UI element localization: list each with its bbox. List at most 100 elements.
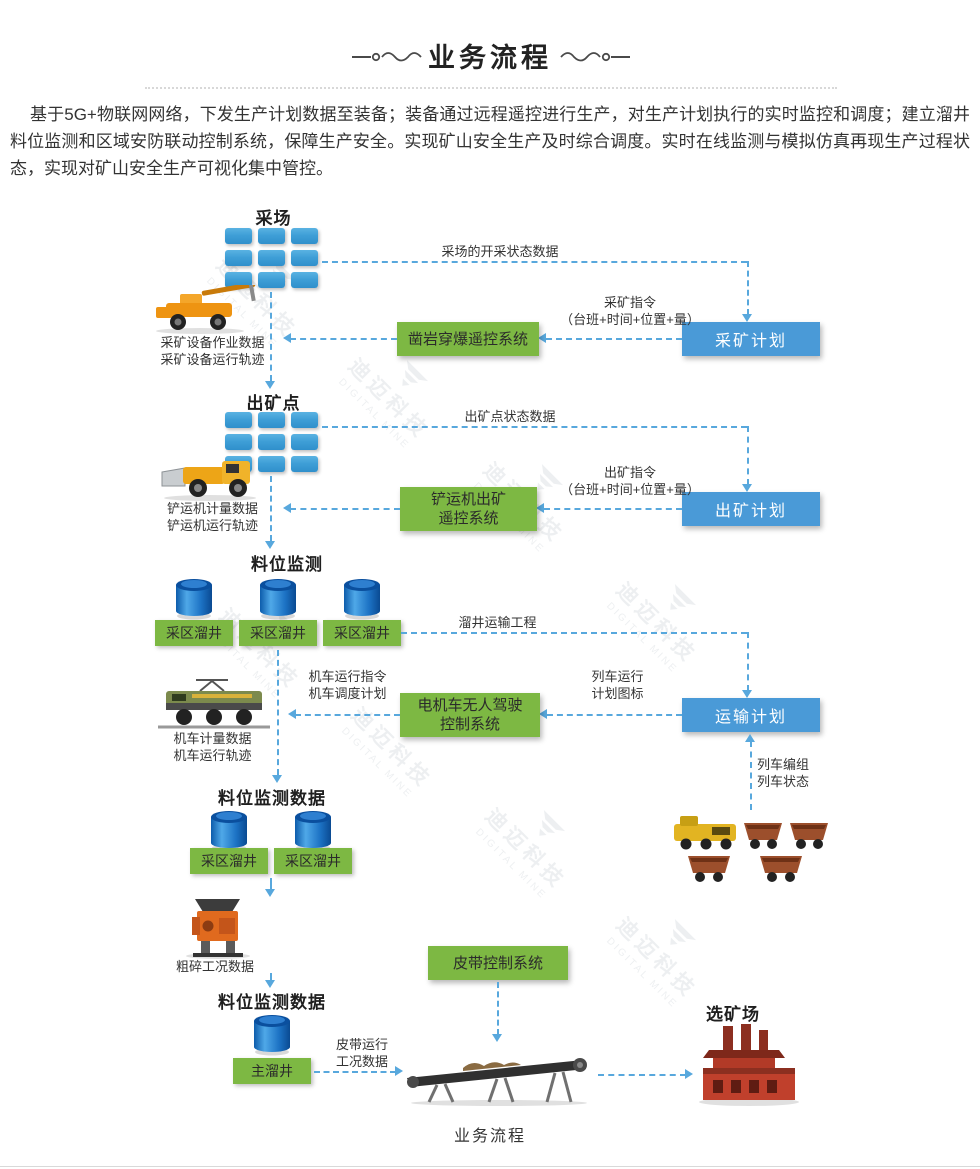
watermark-cn: 迪迈科技 xyxy=(611,913,702,1004)
flow-line xyxy=(747,426,749,485)
box-mining-plan: 采矿计划 xyxy=(682,322,820,356)
box-lhd-label-line1: 铲运机出矿 xyxy=(430,491,506,508)
label-drill-data: 采矿设备作业数据 采矿设备运行轨迹 xyxy=(145,334,280,368)
flow-line xyxy=(270,476,272,541)
label-mining-cmd: 采矿指令 xyxy=(603,295,656,310)
watermark-cn: 迪迈科技 xyxy=(480,804,571,895)
label-loco-data-line2: 机车运行轨迹 xyxy=(173,748,252,763)
grid-cell xyxy=(258,456,285,472)
drill-rig-image xyxy=(156,285,256,334)
label-ore-cmd-detail: （台班+时间+位置+量） xyxy=(560,482,700,497)
grid-cell xyxy=(291,272,318,288)
label-drill-data-line1: 采矿设备作业数据 xyxy=(160,335,265,350)
flow-line xyxy=(277,650,279,775)
box-chute-a: 采区溜井 xyxy=(155,620,233,646)
digital-mine-logo-icon xyxy=(670,583,697,610)
flow-line xyxy=(546,338,682,340)
label-loco-cmd-line1: 机车运行指令 xyxy=(308,669,387,684)
arrowhead-left-icon xyxy=(536,503,544,513)
box-loco-label-line2: 控制系统 xyxy=(439,716,500,733)
watermark: 迪迈科技 DIGITAL MINE xyxy=(601,890,725,1014)
watermark: 迪迈科技 DIGITAL MINE xyxy=(470,781,594,905)
heading-level-monitor: 料位监测 xyxy=(251,555,323,574)
arrowhead-left-icon xyxy=(283,503,291,513)
flow-line xyxy=(747,632,749,691)
box-transport-plan: 运输计划 xyxy=(682,698,820,732)
arrowhead-down-icon xyxy=(492,1034,502,1042)
arrowhead-down-icon xyxy=(265,980,275,988)
flow-line xyxy=(314,1071,396,1073)
label-loco-cmd-line2: 机车调度计划 xyxy=(308,686,387,701)
bottom-divider xyxy=(0,1166,980,1167)
flow-line xyxy=(270,878,272,890)
flow-line xyxy=(598,1074,686,1076)
label-chute-transport: 溜井运输工程 xyxy=(458,615,537,630)
grid-cell xyxy=(291,228,318,244)
electric-locomotive-image xyxy=(158,679,270,729)
flow-line xyxy=(270,973,272,981)
label-train-plan-line1: 列车运行 xyxy=(591,669,644,684)
grid-cell xyxy=(225,228,252,244)
arrowhead-down-icon xyxy=(742,690,752,698)
concentrator-factory-image xyxy=(699,1024,799,1106)
watermark: 迪迈科技 DIGITAL MINE xyxy=(601,555,725,679)
label-train-group-line1: 列车编组 xyxy=(757,757,810,772)
page-title: 业务流程 xyxy=(428,43,552,73)
label-train-plan-line2: 计划图标 xyxy=(591,686,644,701)
flow-line xyxy=(290,338,397,340)
arrowhead-left-icon xyxy=(283,333,291,343)
flow-line xyxy=(401,632,747,634)
arrowhead-right-icon xyxy=(685,1069,693,1079)
arrowhead-left-icon xyxy=(539,709,547,719)
box-belt-label: 皮带控制系统 xyxy=(452,954,543,972)
box-loco-system: 电机车无人驾驶 控制系统 xyxy=(400,693,540,737)
arrowhead-left-icon xyxy=(538,333,546,343)
box-chute-d: 采区溜井 xyxy=(190,848,268,874)
ore-pass-cylinder-image xyxy=(254,1015,290,1056)
arrowhead-down-icon xyxy=(272,775,282,783)
watermark-en: DIGITAL MINE xyxy=(604,935,680,1011)
ore-pass-cylinder-image xyxy=(260,579,296,620)
crusher-image xyxy=(186,899,250,959)
label-lhd-data-line2: 铲运机运行轨迹 xyxy=(166,518,258,533)
arrowhead-right-icon xyxy=(395,1066,403,1076)
grid-cell xyxy=(225,272,252,288)
grid-cell xyxy=(291,250,318,266)
label-ore-cmd: 出矿指令 xyxy=(603,465,656,480)
watermark-en: DIGITAL MINE xyxy=(336,376,412,452)
digital-mine-logo-icon xyxy=(539,809,566,836)
grid-cell xyxy=(291,412,318,428)
box-drill-blast-label: 凿岩穿爆遥控系统 xyxy=(407,330,528,348)
label-loco-data: 机车计量数据 机车运行轨迹 xyxy=(145,730,280,764)
label-belt-run-line2: 工况数据 xyxy=(335,1054,388,1069)
title-divider xyxy=(145,87,837,89)
label-ore-status: 出矿点状态数据 xyxy=(464,409,556,424)
box-lhd-label-line2: 遥控系统 xyxy=(438,510,499,527)
heading-ore-point: 出矿点 xyxy=(246,394,301,413)
title-ornament-right-icon xyxy=(560,52,630,62)
flow-line xyxy=(290,508,400,510)
label-mining-cmd-detail: （台班+时间+位置+量） xyxy=(560,312,700,327)
arrowhead-down-icon xyxy=(265,541,275,549)
flow-line xyxy=(544,508,682,510)
watermark-en: DIGITAL MINE xyxy=(473,826,549,902)
heading-level-data-1: 料位监测数据 xyxy=(218,789,326,808)
intro-paragraph: 基于5G+物联网网络，下发生产计划数据至装备；装备通过远程遥控进行生产，对生产计… xyxy=(10,105,970,178)
box-lhd-system: 铲运机出矿 遥控系统 xyxy=(400,487,537,531)
watermark-cn: 迪迈科技 xyxy=(611,578,702,669)
mining-site-grid xyxy=(225,228,318,288)
label-belt-run-line1: 皮带运行 xyxy=(335,1037,388,1052)
arrowhead-down-icon xyxy=(265,381,275,389)
digital-mine-logo-icon xyxy=(402,359,429,386)
arrowhead-down-icon xyxy=(265,889,275,897)
flow-line xyxy=(322,426,747,428)
lhd-loader-image xyxy=(161,461,256,501)
flow-line xyxy=(750,741,752,810)
flow-line xyxy=(322,261,747,263)
arrowhead-left-icon xyxy=(288,709,296,719)
arrowhead-up-icon xyxy=(745,734,755,742)
flow-line xyxy=(295,714,400,716)
grid-cell xyxy=(258,228,285,244)
label-crusher-data: 粗碎工况数据 xyxy=(175,959,254,974)
